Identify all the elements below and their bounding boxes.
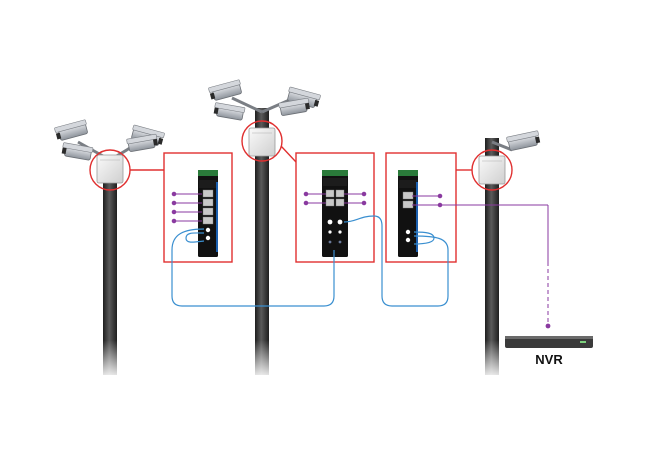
nvr-label: NVR	[535, 352, 563, 367]
fiber-link	[171, 215, 449, 307]
junction-box-icon	[478, 155, 506, 185]
poe-port-lines-left	[171, 191, 202, 224]
industrial-switch-icon	[322, 170, 348, 257]
camera-icon	[506, 130, 541, 151]
poe-port-lines-center	[303, 191, 367, 206]
industrial-switch-icon	[398, 170, 418, 257]
junction-box-icon	[248, 127, 276, 157]
highlight-callouts	[89, 120, 513, 191]
nvr-port	[545, 323, 551, 329]
detail-frame-right	[385, 152, 457, 263]
camera-icon	[126, 133, 158, 152]
camera-icon	[278, 97, 310, 116]
camera-icon	[54, 119, 88, 141]
junction-box-icon	[96, 154, 124, 184]
nvr-icon	[505, 336, 593, 348]
camera-icon	[208, 79, 242, 101]
pole-right	[482, 138, 502, 380]
camera-icon	[213, 102, 246, 121]
pole-center	[252, 108, 272, 380]
nvr-uplink	[440, 204, 549, 322]
industrial-switch-icon	[198, 170, 218, 257]
pole-left	[100, 160, 120, 380]
camera-icon	[61, 142, 94, 161]
